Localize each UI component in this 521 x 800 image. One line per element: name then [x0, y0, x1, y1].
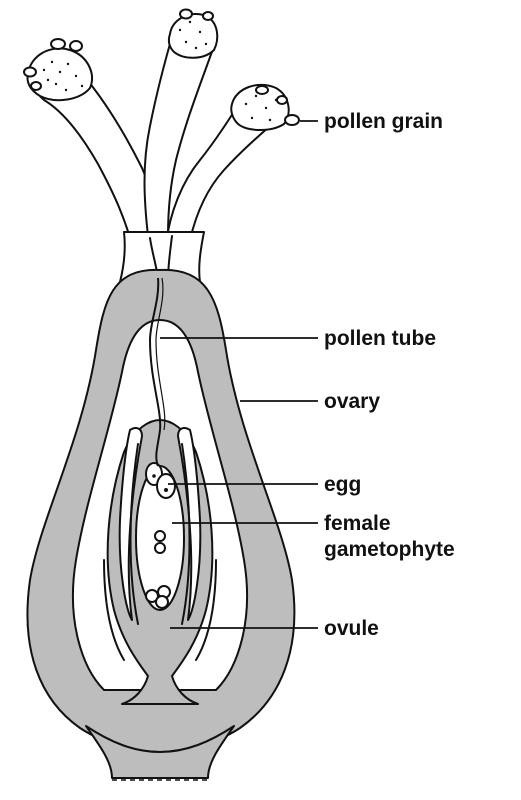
antipodal-3 [155, 595, 169, 609]
female-gametophyte [135, 462, 185, 611]
label-pollen-tube: pollen tube [324, 327, 436, 350]
stigma-left [26, 47, 93, 102]
polar-nucleus-1 [154, 530, 166, 542]
labels: pollen grain pollen tube ovary egg femal… [324, 110, 455, 640]
antipodal-1 [145, 589, 159, 603]
pollen-tube [148, 277, 162, 467]
stigma-right [230, 83, 290, 131]
egg-cell [156, 473, 176, 499]
label-female-gametophyte-line1: female [324, 512, 391, 535]
integument-slit-left [118, 427, 143, 621]
label-pollen-grain: pollen grain [324, 110, 443, 133]
label-ovary: ovary [324, 390, 380, 413]
integument-slit-right [177, 427, 202, 621]
leader-lines [160, 120, 318, 629]
label-ovule: ovule [324, 617, 379, 640]
label-female-gametophyte-line2: gametophyte [324, 538, 455, 561]
stigma-stippling [42, 20, 278, 122]
stigmas [23, 8, 300, 131]
polar-nucleus-2 [154, 542, 166, 554]
receptacle [85, 725, 235, 779]
pollen-grains [23, 8, 300, 126]
label-egg: egg [324, 473, 361, 496]
